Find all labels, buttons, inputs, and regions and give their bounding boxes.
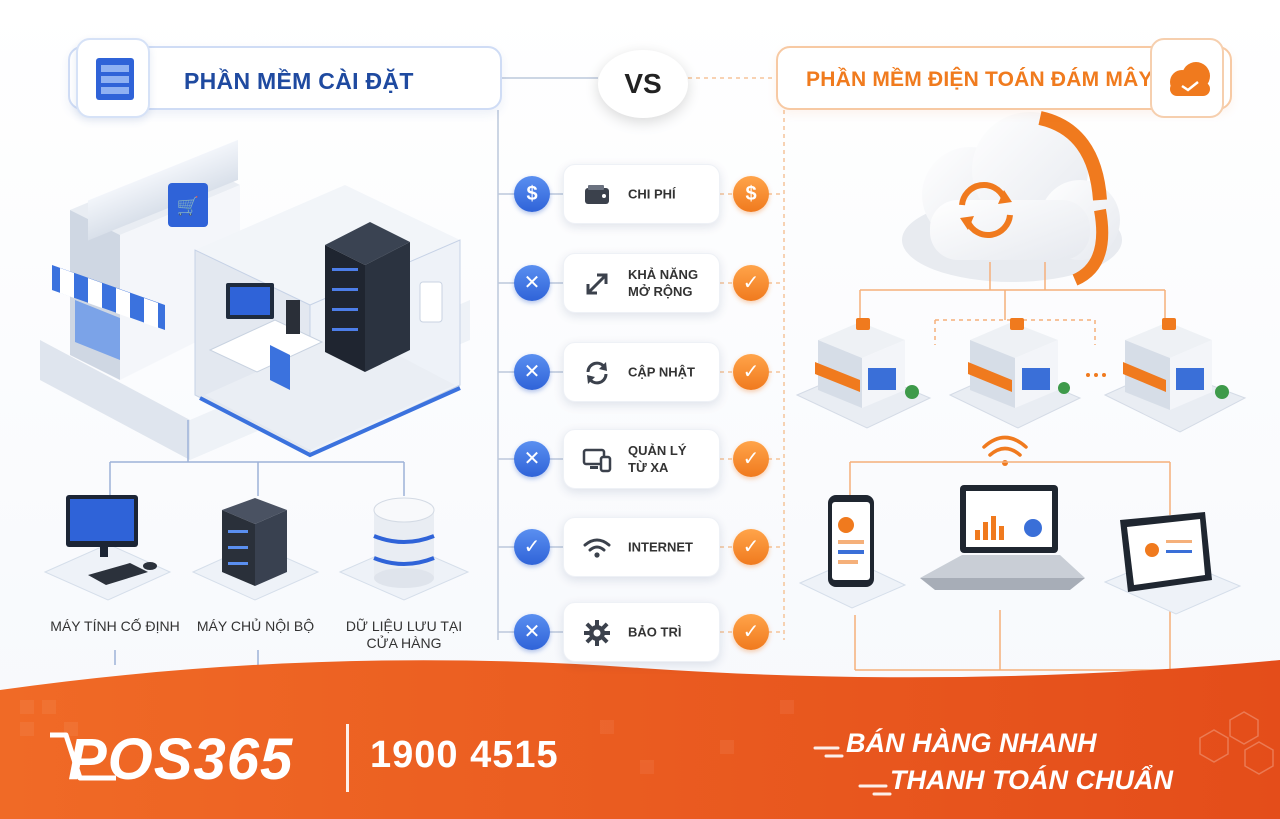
wifi-icon [582, 533, 612, 563]
desktop-label: MÁY TÍNH CỐ ĐỊNH [50, 618, 180, 634]
comparison-label: BẢO TRÌ [628, 624, 682, 640]
laptop-illustration [920, 485, 1085, 590]
cloud-software-title: PHẦN MỀM ĐIỆN TOÁN ĐÁM MÂY [806, 68, 1153, 91]
refresh-icon [582, 358, 612, 388]
comparison-card: CHI PHÍ [563, 164, 720, 224]
cloud-icon [1150, 38, 1224, 118]
cloud-to-stores-lines [859, 262, 1166, 345]
desktop-computer-illustration [43, 495, 172, 601]
installed-cross-icon: ✕ [514, 441, 550, 477]
footer-pattern [20, 700, 794, 774]
installed-dollar-icon: $ [514, 176, 550, 212]
wallet-icon [582, 180, 612, 210]
local-server-illustration [191, 498, 320, 601]
expand-arrows-icon [582, 269, 612, 299]
comparison-card: INTERNET [563, 517, 720, 577]
pos365-cart-logo-icon [50, 732, 116, 781]
vs-badge: VS [598, 50, 688, 118]
footer-divider [346, 724, 349, 792]
installed-software-header: PHẦN MỀM CÀI ĐẶT [68, 38, 502, 118]
comparison-card: KHẢ NĂNG MỞ RỘNG [563, 253, 720, 313]
cloud-dollar-icon: $ [733, 176, 769, 212]
comparison-card: BẢO TRÌ [563, 602, 720, 662]
installed-cross-icon: ✕ [514, 614, 550, 650]
footer-band [0, 660, 1280, 819]
cloud-software-header: PHẦN MỀM ĐIỆN TOÁN ĐÁM MÂY [776, 38, 1232, 118]
left-device-tree [109, 420, 405, 665]
comparison-label: CHI PHÍ [628, 186, 676, 202]
cloud-check-icon: ✓ [733, 529, 769, 565]
comparison-label: INTERNET [628, 539, 693, 555]
hotline-number: 1900 4515 [370, 734, 559, 776]
gear-icon [582, 618, 612, 648]
comparison-label: QUẢN LÝ TỪ XA [628, 443, 687, 475]
cloud-check-icon: ✓ [733, 614, 769, 650]
speed-lines [813, 746, 892, 796]
device-tree-lines [849, 461, 1171, 671]
remote-devices-icon [582, 445, 612, 475]
cloud-check-icon: ✓ [733, 354, 769, 390]
comparison-card: QUẢN LÝ TỪ XA [563, 429, 720, 489]
comparison-label: CẬP NHẬT [628, 364, 695, 380]
cloud-store-2 [948, 318, 1082, 429]
database-illustration [338, 497, 470, 601]
hexagon-pattern [1199, 711, 1274, 775]
slogan-line-1: BÁN HÀNG NHANH [846, 728, 1097, 758]
svg-text:🛒: 🛒 [177, 195, 199, 217]
installed-check-icon: ✓ [514, 529, 550, 565]
cloud-store-3 [1103, 318, 1247, 433]
cloud-illustration [902, 111, 1122, 286]
cloud-store-1 [795, 318, 932, 429]
tablet-illustration [1103, 512, 1242, 615]
cloud-check-icon: ✓ [733, 441, 769, 477]
installed-cross-icon: ✕ [514, 265, 550, 301]
store-ellipsis [1086, 373, 1106, 377]
installed-software-title: PHẦN MỀM CÀI ĐẶT [184, 68, 414, 94]
comparison-card: CẬP NHẬT [563, 342, 720, 402]
server-icon [76, 38, 150, 118]
brand-name: POS365 [68, 727, 294, 792]
brand-logo: POS365 [50, 726, 293, 793]
cloud-check-icon: ✓ [733, 265, 769, 301]
smartphone-illustration [798, 495, 907, 609]
store-building-illustration: 🛒 [40, 139, 470, 460]
comparison-label: KHẢ NĂNG MỞ RỘNG [628, 267, 699, 299]
installed-cross-icon: ✕ [514, 354, 550, 390]
slogan-line-2: THANH TOÁN CHUẨN [890, 765, 1173, 795]
local-server-label: MÁY CHỦ NỘI BỘ [196, 618, 315, 634]
store-data-label: DỮ LIỆU LƯU TẠI CỬA HÀNG [345, 618, 463, 651]
